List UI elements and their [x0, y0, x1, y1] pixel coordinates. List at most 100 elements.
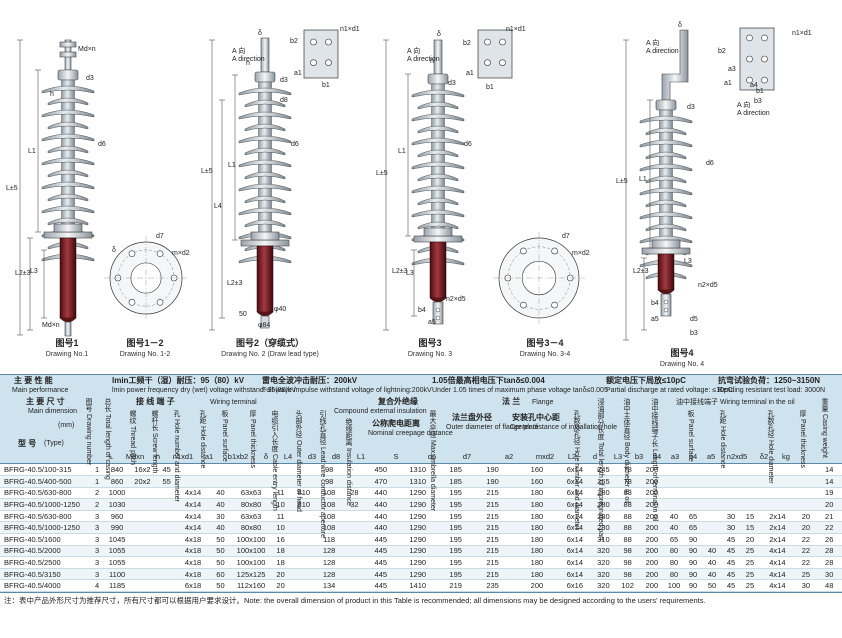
caption-zh: 图号1－2 — [126, 338, 164, 348]
value-cell — [683, 487, 703, 500]
flange-bolt-hole — [520, 247, 527, 255]
flange-bolt-hole — [551, 247, 558, 255]
dim-delta-a: δ — [112, 247, 116, 254]
value-cell: 2 — [88, 498, 106, 511]
insulator-shed — [238, 183, 292, 192]
value-cell: 1290 — [394, 510, 441, 523]
value-cell — [270, 464, 292, 477]
value-cell: 990 — [105, 521, 129, 535]
insulator-shed — [41, 205, 95, 214]
insulator-shed — [639, 139, 693, 148]
value-cell: 22 — [795, 545, 817, 558]
dim-d6: d6 — [98, 141, 106, 148]
type-cell: BFRG-40.5/630-800 — [0, 487, 89, 500]
value-cell: 1185 — [105, 579, 129, 593]
dim-l4: L4 — [214, 203, 222, 210]
value-cell: 235 — [470, 579, 515, 593]
value-cell: 108 — [316, 510, 342, 523]
hole-header: 孔 Hole number and diameter — [173, 410, 180, 502]
value-cell — [156, 521, 178, 535]
head-cap — [254, 71, 276, 83]
insulator-shed — [238, 159, 292, 168]
insulator-shed — [41, 85, 95, 94]
type-en: (Type) — [44, 440, 64, 447]
value-cell: 860 — [105, 475, 129, 488]
terminal-nut — [59, 41, 77, 48]
value-cell: 1055 — [105, 545, 129, 558]
value-cell: 45 — [156, 464, 178, 477]
caption-drawing-1: 图号1 Drawing No.1 — [32, 338, 102, 360]
dim-a5-d: a5 — [651, 316, 659, 323]
value-cell: 219 — [440, 579, 471, 593]
terminal-bent-plate — [661, 29, 689, 101]
value-cell: 18 — [270, 556, 292, 569]
value-cell: 3 — [88, 533, 106, 546]
insulator-shed — [417, 173, 459, 182]
value-cell: 215 — [470, 487, 515, 500]
column-symbol: b4 — [652, 452, 662, 461]
dim-d3-c: d3 — [448, 80, 456, 87]
value-cell: 440 — [367, 521, 395, 535]
value-cell: 3 — [88, 568, 106, 581]
value-cell — [702, 475, 722, 488]
screw-header: 螺杆长 Screw length — [151, 410, 158, 474]
value-cell: 78 — [616, 475, 640, 488]
insulator-shed — [411, 89, 465, 98]
oil-section — [256, 245, 274, 313]
value-cell — [128, 579, 157, 593]
value-cell: 21 — [816, 510, 842, 523]
performance-title-en: Main performance — [12, 387, 69, 394]
value-cell: 22 — [816, 521, 842, 535]
value-cell: 320 — [590, 556, 617, 569]
column-symbol: δ — [263, 452, 269, 461]
value-cell: 1290 — [394, 498, 441, 511]
value-cell — [759, 475, 796, 488]
value-cell — [702, 521, 722, 535]
terminal-plate-view — [303, 29, 339, 79]
value-cell: 40 — [702, 568, 722, 581]
flange-bolt-hole — [551, 301, 558, 309]
hole-dist-header: 孔距 Hole distance — [199, 410, 206, 469]
dim-a1-d: a1 — [724, 80, 732, 87]
column-symbol: L — [108, 452, 114, 461]
column-symbol: L1 — [356, 452, 366, 461]
value-cell: 200 — [639, 498, 665, 511]
flange-bolt-hole — [128, 250, 136, 257]
dim-n1xd1-a: n1×d1 — [340, 26, 360, 33]
perf-item-5-en: Bending resistant test load: 3000N — [718, 387, 826, 394]
flange-bolt-hole — [128, 299, 136, 306]
value-cell — [208, 464, 233, 477]
value-cell: 6x14 — [559, 464, 591, 477]
dim-h: h — [50, 91, 54, 98]
value-cell: 32 — [341, 498, 368, 511]
value-cell: 16 — [270, 533, 292, 546]
value-cell: 4x14 — [759, 568, 796, 581]
value-cell: 40 — [208, 498, 233, 511]
value-cell: 40 — [208, 521, 233, 535]
value-cell: 200 — [639, 556, 665, 569]
value-cell: 6x14 — [559, 545, 591, 558]
creepage-zh: 公称爬电距离 — [372, 419, 420, 428]
column-symbol: d7 — [462, 452, 472, 461]
performance-row: 主 要 性 能 Main performance lmin工频干（湿）耐压：95… — [0, 374, 842, 396]
bottom-plate — [660, 293, 672, 317]
value-cell: 3 — [88, 545, 106, 558]
caption-en: Drawing No.1 — [45, 351, 89, 358]
value-cell: 45 — [721, 545, 741, 558]
perf-item-4-zh: 额定电压下局放≤10pC — [606, 376, 686, 385]
value-cell: 28 — [341, 487, 368, 500]
perf-item-5-zh: 抗弯试验负荷：1250~3150N — [718, 376, 821, 385]
value-cell — [270, 475, 292, 488]
value-cell: 80 — [664, 545, 684, 558]
value-cell: 40 — [664, 510, 684, 523]
insulation-zh: 复合外绝缘 — [378, 397, 418, 406]
insulator-shed — [411, 137, 465, 146]
value-cell — [208, 475, 233, 488]
value-cell — [128, 487, 157, 500]
dim-n2xd5-d: n2×d5 — [698, 282, 718, 289]
value-cell: 25 — [740, 545, 760, 558]
